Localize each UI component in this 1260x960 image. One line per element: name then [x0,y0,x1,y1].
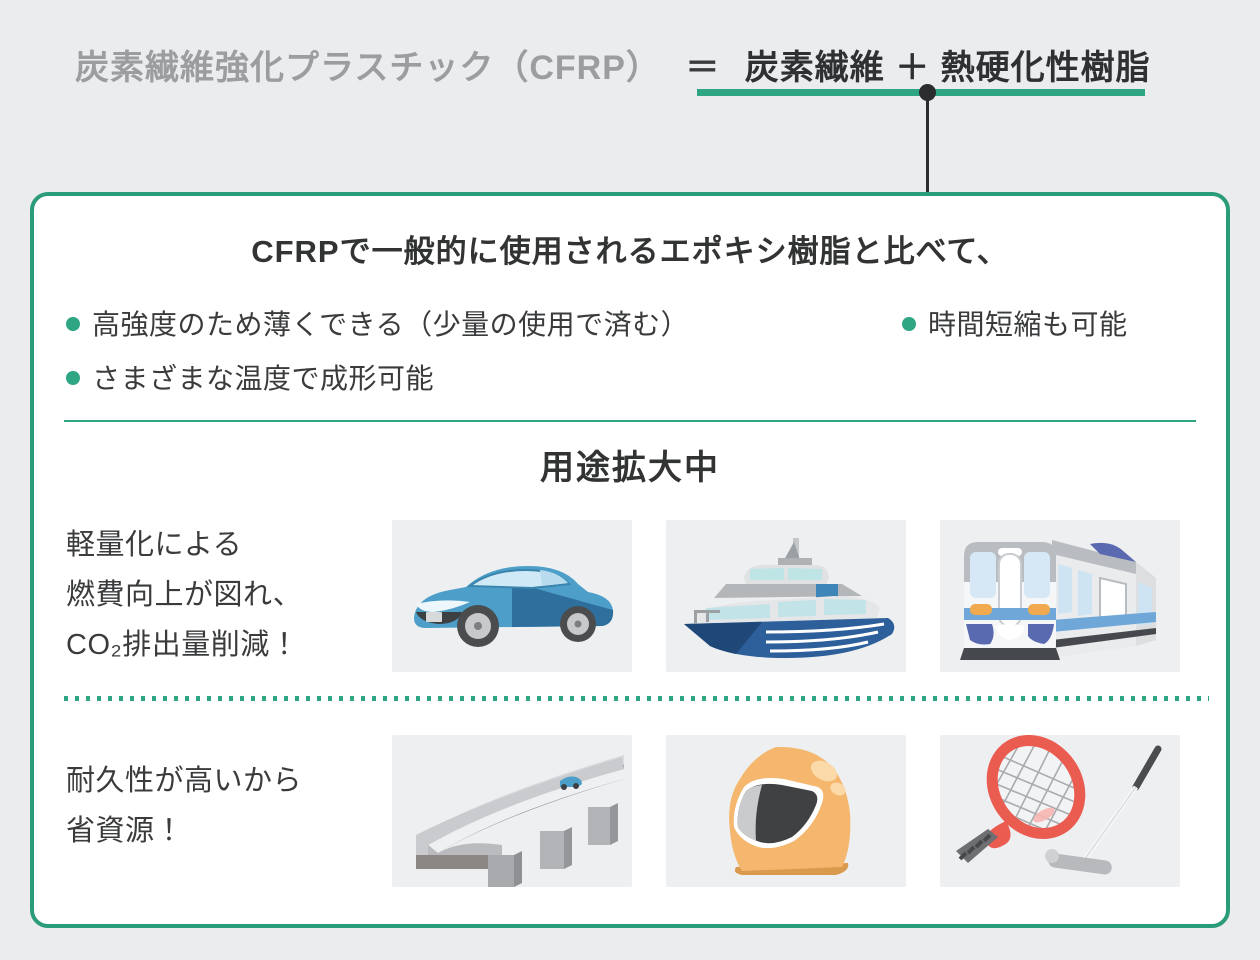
comparison-card: CFRPで一般的に使用されるエポキシ樹脂と比べて、 高強度のため薄くできる（少量… [30,192,1230,928]
image-panel [940,520,1180,672]
caption-line: CO₂排出量削減！ [66,629,300,661]
card-heading: CFRPで一般的に使用されるエポキシ樹脂と比べて、 [251,234,1009,269]
formula-right-label: 炭素繊維 ＋ 熱硬化性樹脂 [744,49,1151,87]
image-panel [940,735,1180,887]
bullet-label: 高強度のため薄くできる（少量の使用で済む） [92,309,690,340]
bullet-item-thin-strength: 高強度のため薄くできる（少量の使用で済む） [66,303,689,343]
image-panel [666,735,906,887]
caption-line: 耐久性が高いから [66,765,303,797]
bullet-icon [902,317,916,331]
caption-fuel-efficiency: 軽量化による 燃費向上が図れ、 CO₂排出量削減！ [66,520,302,670]
section-divider [64,420,1196,422]
bridge-icon [416,755,624,887]
equals-sign: ＝ [685,49,721,87]
usage-row-goods [392,735,1180,887]
connector-dot-icon [919,84,936,101]
caption-durability: 耐久性が高いから 省資源！ [66,756,302,856]
connector-line [926,96,929,193]
caption-line: 軽量化による [66,529,243,561]
caption-line: 省資源！ [66,815,185,847]
formula-left-label: 炭素繊維強化プラスチック（CFRP） [75,49,661,87]
dotted-divider [64,696,1209,701]
section-title: 用途拡大中 [540,449,720,487]
bullet-item-molding-temperature: さまざまな温度で成形可能 [66,357,434,397]
bullet-label: 時間短縮も可能 [928,309,1128,340]
tennis-racket-golf-club-icon [956,735,1162,875]
bullet-icon [66,317,80,331]
bullet-icon [66,371,80,385]
train-icon [960,540,1156,660]
car-icon [414,566,614,647]
caption-line: 燃費向上が図れ、 [66,579,303,611]
image-panel [666,520,906,672]
formula-header: 炭素繊維強化プラスチック（CFRP） ＝ 炭素繊維 ＋ 熱硬化性樹脂 [75,40,1151,89]
usage-row-vehicles [392,520,1180,672]
image-panel [392,520,632,672]
bullet-label: さまざまな温度で成形可能 [92,363,435,394]
image-panel [392,735,632,887]
helmet-icon [729,746,851,875]
ship-icon [684,538,895,658]
bullet-item-time-saving: 時間短縮も可能 [902,303,1128,343]
